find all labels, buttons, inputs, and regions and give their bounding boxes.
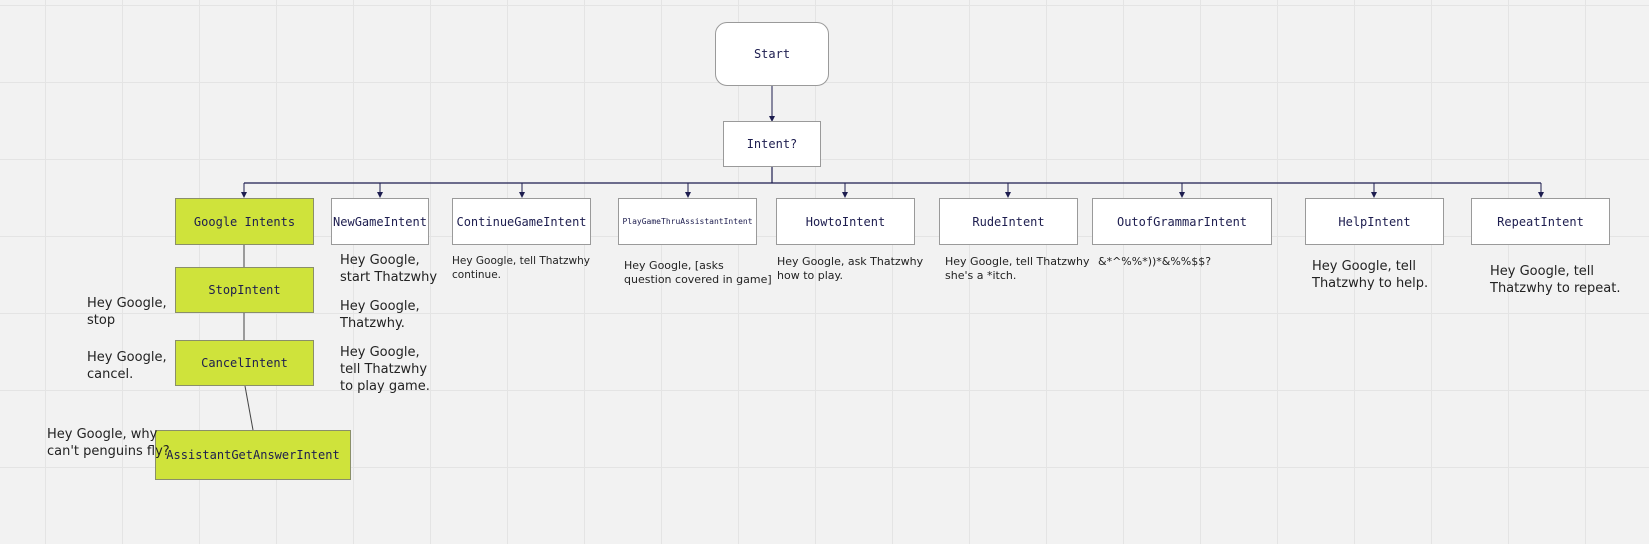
cancel-intent-example: Hey Google, cancel. bbox=[87, 350, 167, 382]
out-of-grammar-example: &*^%%*))*&%%$$? bbox=[1098, 255, 1212, 268]
connector-cancel-assistant bbox=[244, 385, 254, 431]
continue-game-intent-node: ContinueGameIntent bbox=[452, 198, 591, 245]
play-thru-example: Hey Google, [asks question covered in ga… bbox=[624, 259, 772, 286]
out-of-grammar-intent-node: OutofGrammarIntent bbox=[1092, 198, 1272, 245]
google-intents-node: Google Intents bbox=[175, 198, 314, 245]
howto-example: Hey Google, ask Thatzwhy how to play. bbox=[777, 255, 924, 282]
rude-intent-node: RudeIntent bbox=[939, 198, 1078, 245]
new-game-example-3: Hey Google, tell Thatzwhy to play game. bbox=[340, 345, 430, 394]
howto-intent-node: HowtoIntent bbox=[776, 198, 915, 245]
repeat-intent-node: RepeatIntent bbox=[1471, 198, 1610, 245]
cancel-intent-node: CancelIntent bbox=[175, 340, 314, 386]
intent-decision-node: Intent? bbox=[723, 121, 821, 167]
help-example: Hey Google, tell Thatzwhy to help. bbox=[1312, 259, 1429, 291]
new-game-example-1: Hey Google, start Thatzwhy bbox=[340, 253, 438, 285]
help-intent-node: HelpIntent bbox=[1305, 198, 1444, 245]
stop-intent-example: Hey Google, stop bbox=[87, 296, 167, 328]
assistant-get-answer-intent-node: AssistantGetAnswerIntent bbox=[155, 430, 351, 480]
start-node: Start bbox=[715, 22, 829, 86]
repeat-example: Hey Google, tell Thatzwhy to repeat. bbox=[1490, 264, 1621, 296]
assistant-intent-example: Hey Google, why can't penguins fly? bbox=[47, 427, 170, 459]
new-game-intent-node: NewGameIntent bbox=[331, 198, 429, 245]
new-game-example-2: Hey Google, Thatzwhy. bbox=[340, 299, 420, 331]
rude-example: Hey Google, tell Thatzwhy she's a *itch. bbox=[945, 255, 1090, 282]
continue-game-example: Hey Google, tell Thatzwhy continue. bbox=[452, 255, 590, 281]
stop-intent-node: StopIntent bbox=[175, 267, 314, 313]
play-game-thru-assistant-intent-node: PlayGameThruAssistantIntent bbox=[618, 198, 757, 245]
